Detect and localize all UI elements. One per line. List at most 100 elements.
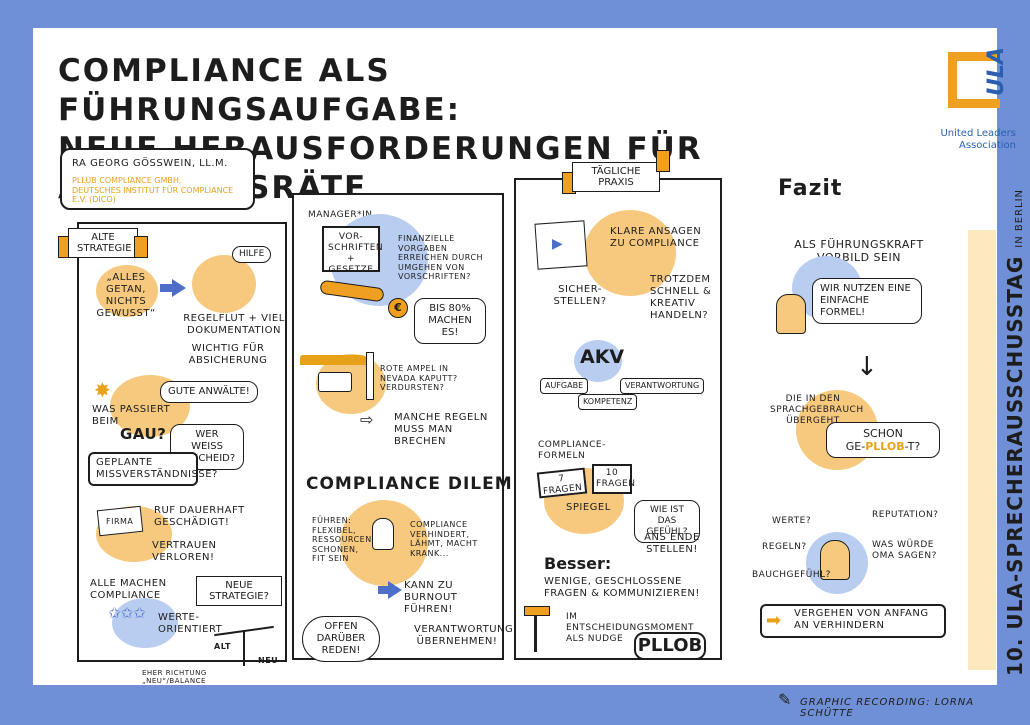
speaker-name: RA Georg Gößwein, LL.M. (72, 158, 228, 169)
fuehren-text: Führen: flexibel, Ressourcen schonen, fi… (312, 516, 372, 563)
ende-text: ans Ende stellen! (644, 532, 700, 555)
blob-regelflut (192, 255, 256, 313)
burnout-text: Kann zu Burnout führen! (404, 580, 458, 615)
bauch-question: Bauchgefühl? (752, 570, 831, 580)
flag-taegliche-praxis: Tägliche Praxis (572, 162, 660, 192)
oma-question: Was würde Oma sagen? (872, 540, 937, 561)
side-banner-main: 10. ULA-Sprecherausschusstag (1003, 255, 1027, 676)
gau-question: Was passiert beim (92, 404, 171, 427)
logo-frame (948, 52, 1000, 108)
flag-alte-strategie: Alte Strategie (68, 228, 138, 258)
ge-text: Ge- (845, 440, 866, 453)
akv-aufgabe: Aufgabe (540, 378, 589, 394)
manager-text: Manager*in (308, 210, 373, 220)
stars-icon: ✩✩✩ (108, 604, 146, 622)
bubble-offen: Offen darüber reden! (302, 616, 380, 662)
speaker-org-1: PLLUB Compliance GmbH, (72, 176, 182, 185)
quote-text: „Alles getan, nichts gewusst“ (96, 272, 156, 319)
ruf-text: Ruf dauerhaft geschädigt! (154, 505, 245, 528)
explosion-icon: ✸ (94, 378, 111, 402)
spiegel-text: Spiegel (566, 502, 611, 513)
werte-question: Werte? (772, 516, 812, 526)
verhindert-text: Compliance verhindert, lähmt, macht kran… (410, 520, 478, 558)
pen-icon: ✎ (778, 690, 792, 709)
scale-post (243, 630, 245, 666)
rote-ampel-text: Rote Ampel in Nevada kaputt? Verdursten? (380, 364, 458, 392)
flag-end-right (134, 236, 148, 258)
card-10-fragen: 10 Fragen (592, 464, 636, 494)
akv-kompetenz: Kompetenz (578, 394, 638, 410)
manager-person-icon (776, 294, 806, 334)
besser-title: Besser: (544, 554, 612, 573)
flag-neue-strategie: Neue Strategie? (196, 576, 282, 606)
scale-alt: ALT (214, 642, 231, 651)
logo-caption-line-2: Association (959, 140, 1016, 151)
pllob-word: PLLOB (865, 440, 905, 453)
bubble-wer-weiss: Wer weiß Bescheid? (170, 424, 244, 470)
card-7-fragen: 7 Fragen (536, 467, 588, 499)
schon-text: Schon (863, 427, 903, 440)
bubble-formel: Wir nutzen eine einfache Formel! (812, 278, 922, 324)
flag-end-right-3 (656, 150, 670, 172)
bubble-gefuehl: Wie ist das Gefühl? (634, 500, 700, 543)
akv-text: AKV (580, 346, 625, 368)
sicher-text: Sicher-stellen? (553, 284, 607, 307)
box-pllob: PLLOB (634, 632, 706, 660)
arrow-right-filled-icon: ➡ (766, 610, 782, 631)
logo-caption: United Leaders Association (920, 128, 1016, 152)
logo-caption-line-1: United Leaders (940, 128, 1016, 139)
box-vorschriften: Vor-schriften + Gesetze (322, 226, 383, 275)
regeln-question: Regeln? (762, 542, 807, 552)
formeln-title: Compliance-Formeln (538, 440, 606, 461)
trotzdem-text: Trotzdem schnell & kreativ handeln? (650, 274, 712, 321)
arrow-right-icon (172, 279, 186, 297)
play-icon: ▶ (552, 236, 563, 252)
person-icon (372, 518, 394, 550)
fragen7-text: 7 Fragen (542, 473, 583, 497)
bottom-strip (0, 685, 1030, 725)
vergehen-text: Vergehen von Anfang an verhindern (794, 608, 929, 631)
blob-werte (112, 598, 178, 648)
traffic-light-icon (366, 352, 374, 400)
arrow-right-outline-icon: ⇨ (360, 410, 374, 429)
akv-verantwortung: Verantwortung (620, 378, 705, 394)
gau-word: GAU? (120, 425, 167, 443)
geplante-text: Geplante Missverständnisse? (96, 457, 218, 480)
arrow-right-icon-2 (388, 581, 402, 599)
bubble-gepllobt: Schon Ge-PLLOB-t? (826, 422, 940, 458)
scale-neu: NEU (258, 656, 279, 665)
side-banner-suffix: in Berlin (1014, 188, 1025, 248)
moment-text: im Entscheidungsmoment als Nudge (566, 612, 694, 644)
signpost-board (524, 606, 550, 616)
regelflut-text: Regelflut + viel Dokumentation (183, 313, 285, 336)
manche-text: Manche Regeln muss man brechen (394, 412, 488, 447)
footer-credit: Graphic Recording: Lorna Schütte (800, 697, 975, 719)
t-text: -t? (904, 440, 921, 453)
arrow-stem-2 (378, 586, 390, 594)
fazit-title: Fazit (778, 176, 843, 201)
alle-text: Alle machen Compliance (90, 578, 167, 601)
side-banner: 10. ULA-Sprecherausschusstag in Berlin (1003, 189, 1027, 676)
verantwortung-text: Verantwortung übernehmen! (414, 624, 514, 647)
title-line-1: Compliance als Führungsaufgabe: (58, 53, 462, 128)
fragen10-text: 10 Fragen (596, 468, 636, 489)
box-vergehen (760, 604, 946, 638)
bubble-bis80: Bis 80% machen es! (414, 298, 486, 344)
speaker-org-2: Deutsches Institut für Compliance e.V. (… (72, 185, 234, 205)
box-geplante: Geplante Missverständnisse? (88, 452, 218, 486)
euro-bag-icon: € (388, 298, 408, 318)
finanzielle-text: Finanzielle Vorgaben erreichen durch Umg… (398, 234, 484, 281)
wichtig-text: wichtig für Absicherung (188, 343, 268, 366)
blob-akv (574, 340, 622, 382)
wenige-text: Wenige, geschlossene Fragen & kommunizie… (544, 576, 700, 599)
side-banner-bg (968, 230, 996, 670)
dilemma-title: Compliance Dilemma (306, 474, 545, 494)
speaker-box: RA Georg Gößwein, LL.M. PLLUB Compliance… (60, 148, 255, 210)
werte-text: Werte-orientiert (158, 612, 223, 635)
thinking-person-icon (820, 540, 850, 580)
blob-quote (96, 265, 158, 317)
arrow-stem-1 (160, 284, 174, 292)
eher-text: eher Richtung „Neu“/Balance (142, 669, 207, 685)
firma-label: Firma (106, 517, 134, 526)
arrow-down-icon: ↓ (856, 352, 878, 382)
